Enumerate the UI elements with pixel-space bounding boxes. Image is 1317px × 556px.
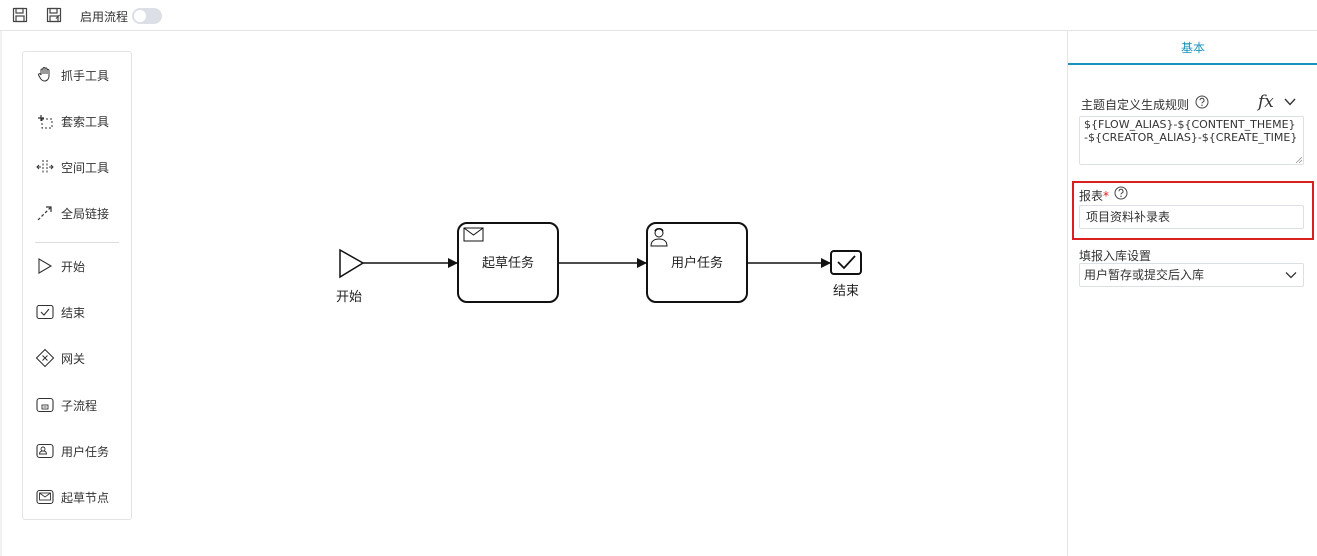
global-connect-icon — [37, 206, 52, 221]
space-icon — [36, 160, 54, 174]
palette-item-space-tool[interactable]: 空间工具 — [35, 156, 127, 178]
palette-item-label: 用户任务 — [61, 444, 110, 459]
palette-item-draft-node[interactable]: 起草节点 — [35, 486, 127, 508]
enable-flow-toggle[interactable] — [132, 8, 162, 24]
report-highlight-box — [1072, 181, 1314, 240]
draft-node-icon — [36, 489, 54, 505]
report-label-text: 报表 — [1079, 189, 1104, 203]
save-as-icon[interactable] — [46, 7, 62, 23]
subject-rule-textarea[interactable]: ${FLOW_ALIAS}-${CONTENT_THEME}-${CREATOR… — [1079, 116, 1304, 165]
palette-item-hand-tool[interactable]: 抓手工具 — [35, 64, 127, 86]
draft-task[interactable] — [457, 222, 559, 303]
canvas-left-edge — [0, 31, 2, 556]
palette-item-label: 套索工具 — [61, 114, 110, 129]
tab-basic[interactable]: 基本 — [1068, 31, 1317, 65]
palette-item-label: 起草节点 — [61, 490, 110, 505]
chevron-down-icon[interactable] — [1283, 97, 1297, 107]
top-toolbar: 启用流程 — [0, 0, 1317, 31]
start-event-label: 开始 — [336, 290, 362, 305]
storage-setting-select[interactable]: 用户暂存或提交后入库 — [1079, 263, 1304, 287]
storage-setting-label: 填报入库设置 — [1079, 249, 1152, 263]
check-icon — [837, 255, 856, 270]
resize-grip-icon[interactable] — [1295, 156, 1302, 163]
end-event[interactable] — [830, 250, 862, 275]
palette-item-subprocess[interactable]: 子流程 — [35, 394, 127, 416]
palette-separator — [35, 242, 119, 243]
report-input[interactable]: 项目资料补录表 — [1079, 205, 1304, 229]
tool-palette: 抓手工具 套索工具 空间工具 全局链接 开始 结束 — [22, 51, 132, 520]
subject-rule-value: ${FLOW_ALIAS}-${CONTENT_THEME}-${CREATOR… — [1084, 118, 1298, 144]
report-label: 报表* — [1079, 187, 1109, 204]
toggle-knob — [134, 10, 146, 22]
storage-setting-value: 用户暂存或提交后入库 — [1084, 268, 1205, 282]
start-event-icon — [38, 258, 53, 274]
draft-task-label: 起草任务 — [482, 255, 534, 271]
palette-item-label: 抓手工具 — [61, 68, 110, 83]
palette-item-start[interactable]: 开始 — [35, 255, 127, 277]
subprocess-icon — [36, 397, 54, 413]
help-icon[interactable] — [1114, 186, 1128, 200]
palette-item-label: 空间工具 — [61, 160, 110, 175]
end-event-label: 结束 — [833, 284, 859, 299]
fx-formula-button[interactable]: fx — [1258, 92, 1274, 112]
properties-panel: 基本 主题自定义生成规则 fx ${FLOW_ALIAS}-${CONTENT_… — [1067, 31, 1317, 556]
help-icon[interactable] — [1195, 95, 1209, 109]
palette-item-label: 结束 — [61, 305, 86, 320]
palette-item-global-connect[interactable]: 全局链接 — [35, 202, 127, 224]
subject-rule-label: 主题自定义生成规则 — [1081, 98, 1190, 112]
envelope-icon — [463, 227, 484, 242]
palette-item-lasso-tool[interactable]: 套索工具 — [35, 110, 127, 132]
palette-item-user-task[interactable]: 用户任务 — [35, 440, 127, 462]
palette-item-gateway[interactable]: 网关 — [35, 347, 127, 369]
chevron-down-icon — [1285, 272, 1297, 279]
lasso-icon — [38, 115, 53, 129]
palette-item-end[interactable]: 结束 — [35, 301, 127, 323]
save-icon[interactable] — [12, 7, 28, 23]
user-task[interactable] — [646, 222, 748, 303]
bpmn-diagram: 开始 起草任务 用户任务 结束 — [336, 222, 862, 305]
gateway-icon — [35, 348, 55, 368]
end-event-icon — [36, 304, 54, 320]
enable-flow-label: 启用流程 — [80, 10, 129, 24]
palette-item-label: 全局链接 — [61, 206, 110, 221]
palette-item-label: 子流程 — [61, 398, 98, 413]
user-task-icon — [36, 443, 54, 459]
palette-item-label: 网关 — [61, 351, 86, 366]
required-mark: * — [1103, 189, 1110, 203]
user-task-label: 用户任务 — [671, 255, 723, 271]
hand-icon — [37, 67, 50, 82]
user-icon — [650, 228, 668, 247]
palette-item-label: 开始 — [61, 259, 86, 274]
start-event[interactable] — [339, 248, 365, 279]
